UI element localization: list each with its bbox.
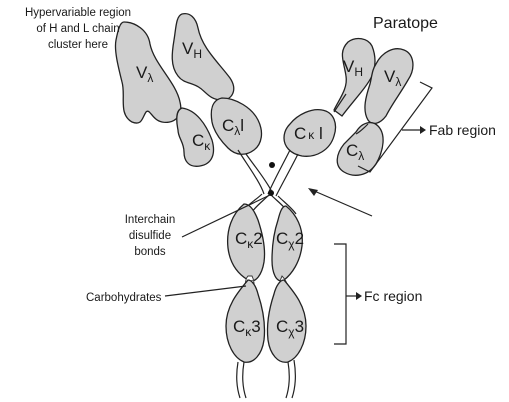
svg-text:of H and L chain: of H and L chain	[36, 23, 119, 35]
fc-bracket	[334, 244, 346, 344]
right-hinge-chain	[268, 150, 298, 196]
fab-arrowhead	[420, 126, 426, 134]
carbohydrates-pointer	[165, 286, 246, 296]
fc-region-label: Fc region	[364, 288, 422, 304]
interchain-label: Interchain disulfide bonds	[125, 214, 176, 258]
right-tail	[286, 360, 295, 398]
svg-text:Hypervariable region: Hypervariable region	[25, 7, 131, 19]
svg-text:disulfide: disulfide	[129, 230, 171, 242]
carbohydrates-label: Carbohydrates	[86, 292, 162, 304]
paratope-label: Paratope	[373, 15, 438, 32]
hinge-pointer-arrowhead	[308, 188, 318, 196]
svg-text:cluster here: cluster here	[48, 39, 108, 51]
svg-text:bonds: bonds	[134, 246, 166, 258]
left-hinge-chain	[238, 150, 272, 194]
left-tail	[237, 362, 246, 398]
hinge-pointer-line	[312, 190, 372, 216]
fab-region-label: Fab region	[429, 122, 496, 138]
disulfide-dot-upper	[269, 162, 275, 168]
label-left-cl1: Cλl	[222, 116, 244, 138]
fc-arrowhead	[356, 292, 362, 300]
svg-text:Interchain: Interchain	[125, 214, 176, 226]
